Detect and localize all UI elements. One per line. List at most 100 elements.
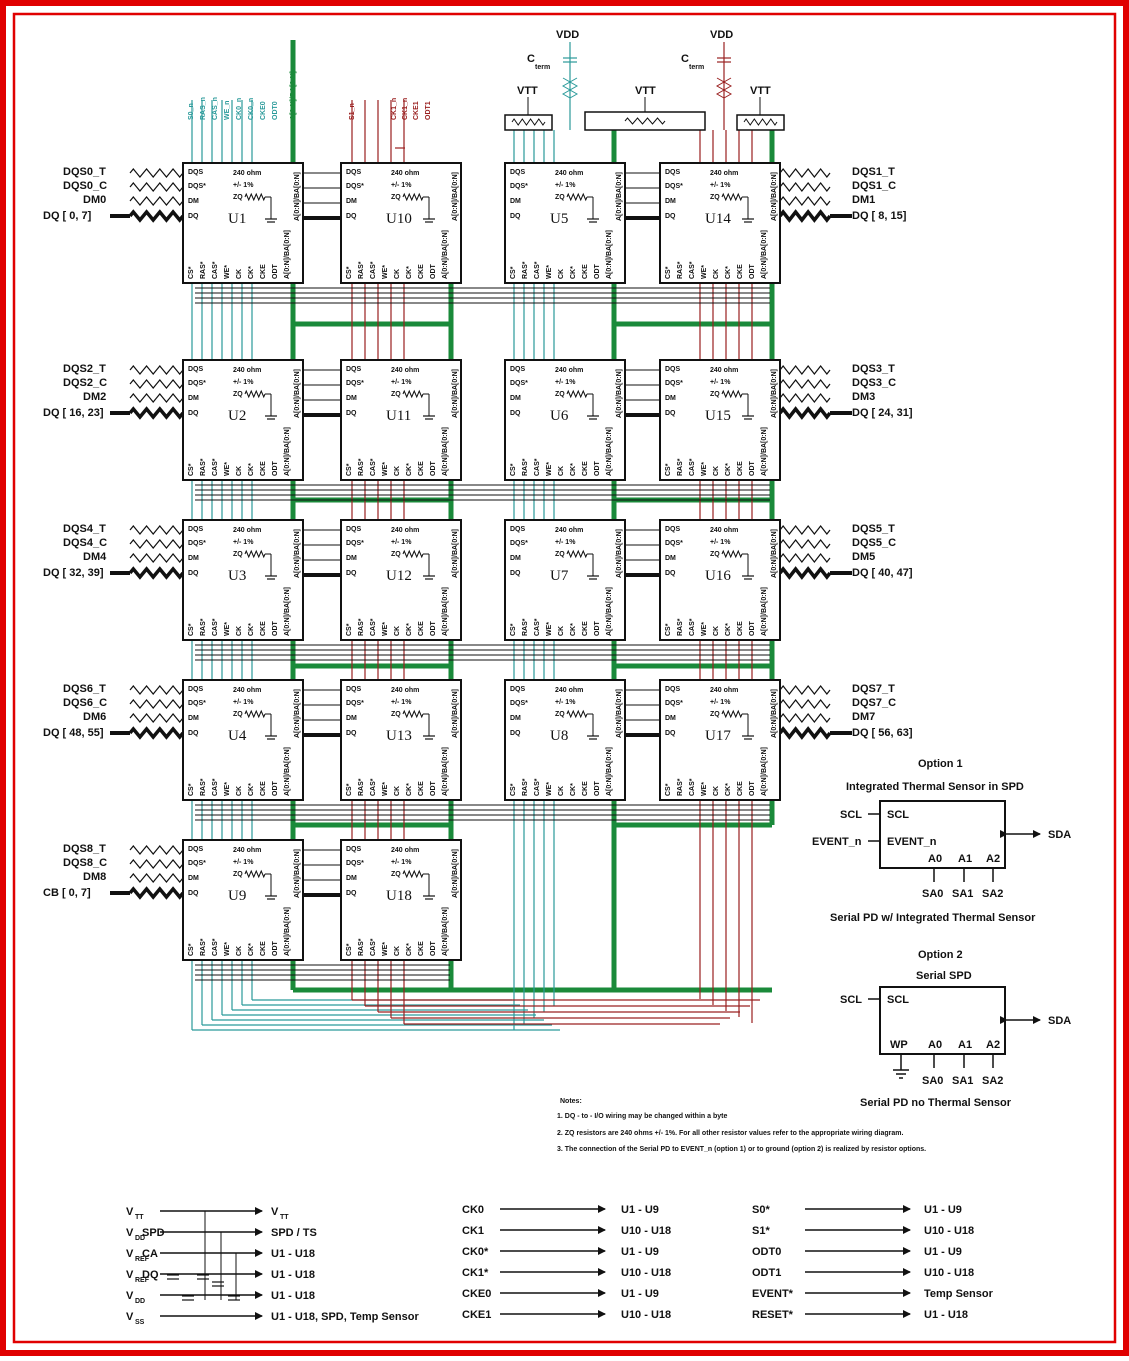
dqs-c-label: DQS4_C [63, 537, 107, 549]
pin-addr: A[0:N]/BA[0:N] [452, 529, 459, 578]
pin-bottom: CS* [665, 623, 672, 636]
pin-dq: DQ [346, 890, 357, 897]
option1-sa0: SA0 [922, 888, 943, 900]
pin-zq: ZQ [555, 711, 565, 718]
pin-addr: A[0:N]/BA[0:N] [452, 172, 459, 221]
pin-bottom: CS* [346, 266, 353, 279]
ctrl-src: RESET* [752, 1309, 794, 1321]
pin-bottom: RAS* [200, 778, 207, 796]
top-signal-label: CAS_n [212, 97, 219, 120]
pin-bottom: CK [394, 466, 401, 476]
zq-resistor [721, 389, 743, 399]
clock-src: CKE1 [462, 1309, 491, 1321]
pin-bottom: A[0:N]/BA[0:N] [761, 587, 768, 636]
chip-body [659, 359, 781, 481]
dm-resistor [779, 713, 831, 723]
pin-dqs: DQS [188, 686, 204, 693]
pin-bottom: WE* [701, 462, 708, 476]
pin-dqs-n: DQS* [346, 380, 364, 387]
pin-bottom: CS* [346, 623, 353, 636]
pin-dqs: DQS [188, 846, 204, 853]
pin-bottom: RAS* [358, 618, 365, 636]
chip-body [504, 519, 626, 641]
zq-tolerance: +/- 1% [710, 379, 731, 386]
dqs-n-resistor [779, 699, 831, 709]
top-signal-label: S1_n [349, 103, 356, 120]
pin-dq: DQ [665, 570, 676, 577]
pin-bottom: WE* [546, 622, 553, 636]
pin-dqs: DQS [346, 366, 362, 373]
pin-bottom: A[0:N]/BA[0:N] [761, 747, 768, 796]
pin-dqs: DQS [346, 846, 362, 853]
pin-addr: A[0:N]/BA[0:N] [771, 369, 778, 418]
note-1: 1. DQ - to - I/O wiring may be changed w… [557, 1113, 727, 1120]
pin-bottom: CAS* [689, 458, 696, 476]
zq-resistance: 240 ohm [710, 527, 738, 534]
zq-resistor [566, 549, 588, 559]
zq-resistance: 240 ohm [555, 687, 583, 694]
dqs-resistor [779, 365, 831, 375]
dqs-t-label: DQS0_T [63, 166, 106, 178]
chip-designator: U10 [386, 211, 412, 227]
chip-designator: U17 [705, 728, 731, 744]
chip-designator: U16 [705, 568, 731, 584]
power-dst: U1 - U18 [271, 1269, 315, 1281]
pin-bottom: RAS* [358, 938, 365, 956]
pin-dqs-n: DQS* [665, 183, 683, 190]
zq-tolerance: +/- 1% [710, 539, 731, 546]
pin-dqs-n: DQS* [346, 860, 364, 867]
top-signal-label: CK0_n [236, 98, 243, 120]
cterm-sub: term [535, 64, 550, 71]
chip-designator: U7 [550, 568, 569, 584]
pin-bottom: CK [713, 786, 720, 796]
zq-resistor [244, 869, 266, 879]
chip-designator: U12 [386, 568, 412, 584]
chip-body [182, 839, 304, 961]
pin-bottom: A[0:N]/BA[0:N] [761, 427, 768, 476]
zq-resistor [402, 869, 424, 879]
pin-bottom: WE* [701, 622, 708, 636]
zq-resistance: 240 ohm [555, 527, 583, 534]
dq-resistor [128, 406, 185, 420]
top-signal-label: CKE1 [413, 101, 420, 120]
pin-bottom: A[0:N]/BA[0:N] [606, 587, 613, 636]
option1-scl-pin: SCL [887, 809, 909, 821]
zq-resistor [566, 389, 588, 399]
zq-resistor [721, 192, 743, 202]
pin-dq: DQ [665, 730, 676, 737]
pin-bottom: CK* [406, 463, 413, 476]
pin-bottom: CS* [510, 463, 517, 476]
dqs-t-label: DQS5_T [852, 523, 895, 535]
pin-bottom: CK [394, 786, 401, 796]
pin-bottom: CS* [188, 266, 195, 279]
pin-zq: ZQ [710, 194, 720, 201]
pin-bottom: A[0:N]/BA[0:N] [761, 230, 768, 279]
pin-bottom: CAS* [212, 458, 219, 476]
pin-bottom: WE* [224, 942, 231, 956]
chip-designator: U1 [228, 211, 246, 227]
pin-bottom: ODT [749, 781, 756, 797]
vtt-label-3: VTT [750, 85, 771, 97]
dqs-t-label: DQS4_T [63, 523, 106, 535]
pin-zq: ZQ [233, 391, 243, 398]
dqs-resistor [129, 685, 184, 695]
pin-zq: ZQ [391, 194, 401, 201]
pin-bottom: CK [236, 269, 243, 279]
pin-bottom: ODT [272, 941, 279, 957]
vtt-resistor [743, 118, 778, 126]
option1-event-pin: EVENT_n [887, 836, 937, 848]
dq-label: DQ [ 40, 47] [852, 567, 913, 579]
chip-body [340, 162, 462, 284]
pin-bottom: A[0:N]/BA[0:N] [284, 230, 291, 279]
pin-bottom: CKE [260, 941, 267, 956]
pin-dm: DM [665, 198, 676, 205]
pin-bottom: ODT [272, 621, 279, 637]
pin-dq: DQ [510, 410, 521, 417]
option2-subtitle: Serial SPD [916, 970, 972, 982]
pin-bottom: CS* [188, 943, 195, 956]
